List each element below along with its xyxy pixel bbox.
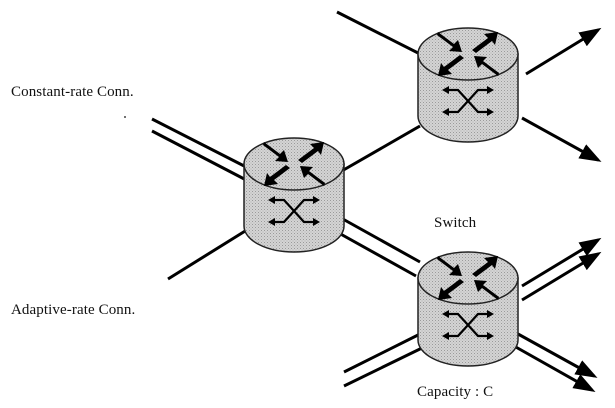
switch-label: Switch bbox=[434, 215, 477, 231]
bottom-out-arrows-up bbox=[521, 237, 602, 302]
switch-middle bbox=[242, 136, 346, 254]
constant-rate-label: Constant-rate Conn. bbox=[11, 84, 134, 100]
constant-rate-connection bbox=[151, 117, 253, 184]
adaptive-rate-connection bbox=[167, 226, 251, 281]
top-out-arrow-up bbox=[525, 27, 602, 76]
switch-bottom bbox=[416, 250, 520, 368]
adaptive-rate-label: Adaptive-rate Conn. bbox=[11, 302, 136, 318]
bottom-out-arrows-down bbox=[513, 332, 598, 392]
switch-top bbox=[416, 26, 520, 144]
link-middle-to-bottom bbox=[336, 216, 421, 278]
link-middle-to-top bbox=[339, 124, 421, 174]
bottom-incoming-lines bbox=[343, 332, 423, 388]
top-incoming-line bbox=[336, 10, 425, 58]
top-out-arrow-down bbox=[521, 116, 602, 162]
capacity-label: Capacity : C bbox=[417, 384, 494, 400]
stray-dot bbox=[124, 116, 126, 118]
